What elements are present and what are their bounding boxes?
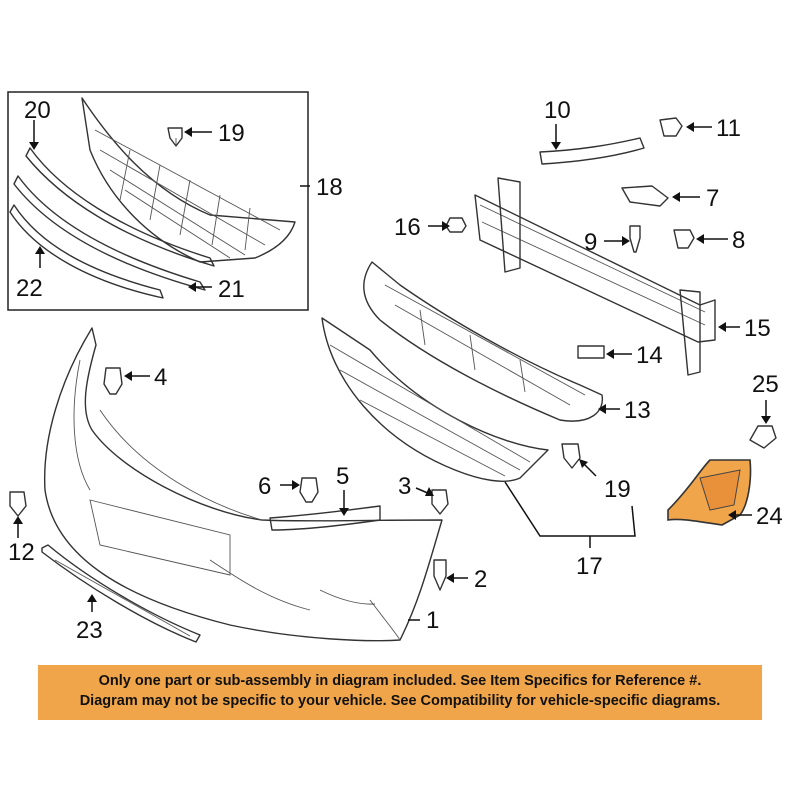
callout-13: 13 <box>624 397 651 424</box>
callout-15: 15 <box>744 315 771 342</box>
bolt-2-part[interactable] <box>433 559 447 591</box>
bolt-25-part[interactable] <box>749 425 777 449</box>
callout-14: 14 <box>636 342 663 369</box>
callout-6: 6 <box>258 473 271 500</box>
disclaimer-banner: Only one part or sub-assembly in diagram… <box>38 665 762 720</box>
callout-1: 1 <box>426 607 439 634</box>
callout-20: 20 <box>24 97 51 124</box>
molding-5-part[interactable] <box>269 505 381 531</box>
callout-2: 2 <box>474 566 487 593</box>
callout-18: 18 <box>316 174 343 201</box>
bracket-7-part[interactable] <box>621 185 669 207</box>
callout-23: 23 <box>76 617 103 644</box>
grille-molding-20[interactable] <box>25 147 215 267</box>
lower-grille-part[interactable] <box>321 317 549 482</box>
callout-19-inset: 19 <box>218 120 245 147</box>
callout-19: 19 <box>604 476 631 503</box>
callout-12: 12 <box>8 539 35 566</box>
callout-3: 3 <box>398 473 411 500</box>
leader-lines <box>13 120 771 621</box>
callout-labels: 20 19 18 22 21 10 11 7 16 9 8 15 14 13 2… <box>8 97 783 644</box>
clip-19-part[interactable] <box>561 443 581 469</box>
callout-9: 9 <box>584 229 597 256</box>
lower-molding-23-part[interactable] <box>41 544 201 643</box>
callout-16: 16 <box>394 214 421 241</box>
clip-19-inset[interactable] <box>167 127 183 147</box>
grille-molding-22[interactable] <box>9 204 164 299</box>
callout-22: 22 <box>16 275 43 302</box>
bolt-8-part[interactable] <box>673 229 695 249</box>
callout-11: 11 <box>716 115 741 142</box>
callout-24: 24 <box>756 503 783 530</box>
energy-absorber-part[interactable] <box>363 261 604 422</box>
callout-4: 4 <box>154 364 167 391</box>
bolt-9-part[interactable] <box>629 225 641 253</box>
clip-3-part[interactable] <box>431 489 449 515</box>
nut-16-part[interactable] <box>445 217 467 233</box>
disclaimer-line-2: Diagram may not be specific to your vehi… <box>79 693 721 709</box>
clip-12-part[interactable] <box>9 491 27 517</box>
fog-lamp-cover-highlighted[interactable] <box>667 459 752 526</box>
pad-14-part[interactable] <box>577 345 605 359</box>
callout-8: 8 <box>732 227 745 254</box>
bolt-11-part[interactable] <box>659 117 683 137</box>
grille-inset-box <box>7 91 309 311</box>
callout-17: 17 <box>576 553 603 580</box>
callout-7: 7 <box>706 185 719 212</box>
disclaimer-line-1: Only one part or sub-assembly in diagram… <box>98 673 702 689</box>
bumper-cover-part[interactable] <box>43 327 443 642</box>
clip-4-part[interactable] <box>103 367 123 395</box>
reinforcement-bar-part[interactable] <box>474 177 716 376</box>
callout-25: 25 <box>752 371 779 398</box>
upper-grille-part[interactable] <box>81 97 296 263</box>
callout-21: 21 <box>218 276 245 303</box>
bracket-10-part[interactable] <box>539 137 645 165</box>
callout-5: 5 <box>336 463 349 490</box>
grille-molding-21[interactable] <box>13 175 206 291</box>
clip-6-part[interactable] <box>299 477 319 503</box>
callout-10: 10 <box>544 97 571 124</box>
